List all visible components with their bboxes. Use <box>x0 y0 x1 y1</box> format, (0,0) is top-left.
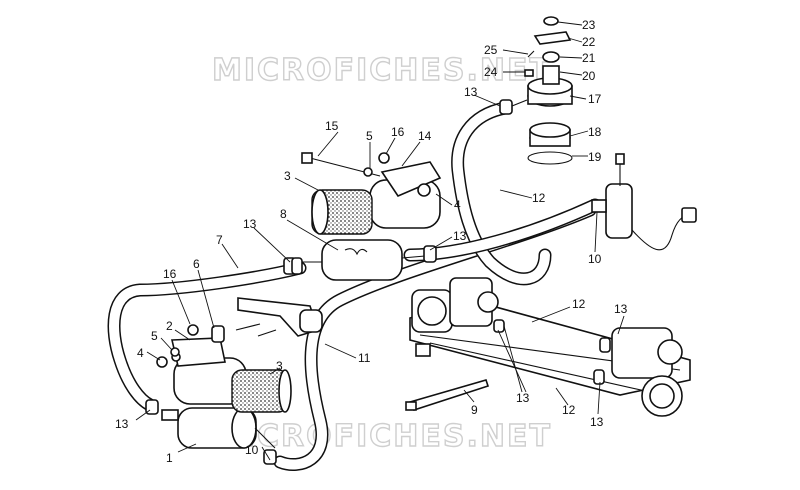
callout-4-lower: 4 <box>137 346 144 360</box>
callout-17: 17 <box>588 92 602 106</box>
watermark-top: MICROFICHES.NET <box>212 53 552 88</box>
callout-13-pump: 13 <box>115 417 129 431</box>
callout-18: 18 <box>588 125 602 139</box>
washer-16-lower <box>187 324 199 336</box>
callout-6: 6 <box>193 257 200 271</box>
callout-13-throttle: 13 <box>516 391 530 405</box>
callout-22: 22 <box>582 35 596 49</box>
callout-25: 25 <box>484 43 498 57</box>
callout-15: 15 <box>325 119 339 133</box>
callout-9: 9 <box>471 403 478 417</box>
washer-16-top <box>378 152 390 164</box>
callout-12-upper: 12 <box>532 191 546 205</box>
hose-12-upper <box>451 101 552 286</box>
fuel-filter <box>302 239 426 281</box>
callout-5-upper: 5 <box>366 129 373 143</box>
callout-10-upper: 10 <box>588 252 602 266</box>
callout-5-lower: 5 <box>151 329 158 343</box>
hose-clamps <box>145 99 611 465</box>
callout-11: 11 <box>358 351 371 365</box>
callout-1: 1 <box>166 451 173 465</box>
callout-8: 8 <box>280 207 287 221</box>
callout-3-upper: 3 <box>284 169 291 183</box>
callout-13-right-upper: 13 <box>614 302 628 316</box>
callout-13-regulator: 13 <box>464 85 478 99</box>
spacer-6 <box>211 325 225 343</box>
callout-13-filter-right: 13 <box>453 229 467 243</box>
callout-20: 20 <box>582 69 596 83</box>
callout-12-middle: 12 <box>572 297 586 311</box>
callout-21: 21 <box>582 51 596 65</box>
fuel-pump <box>161 407 276 449</box>
upper-pump-assembly <box>311 161 442 235</box>
callout-10-lower: 10 <box>245 443 259 457</box>
hose-7 <box>107 261 307 412</box>
callout-12-lower: 12 <box>562 403 576 417</box>
callout-24: 24 <box>484 65 498 79</box>
callout-3-lower: 3 <box>276 359 283 373</box>
fuel-sender <box>591 153 697 251</box>
callout-14: 14 <box>418 129 432 143</box>
leader-lines <box>135 21 625 461</box>
cable-tie <box>405 379 490 411</box>
callout-13-filter-left: 13 <box>243 217 257 231</box>
callout-2: 2 <box>166 319 173 333</box>
callout-19: 19 <box>588 150 602 164</box>
washer-5-lower <box>170 347 180 357</box>
pressure-regulator <box>511 16 573 165</box>
watermark-bottom: MICROFICHES.NET <box>212 419 552 454</box>
callout-4-upper: 4 <box>454 198 461 212</box>
callout-23: 23 <box>582 18 596 32</box>
lower-pump-assembly <box>156 337 292 413</box>
washer-5-top <box>363 167 373 177</box>
callout-7: 7 <box>216 233 223 247</box>
callout-16-upper: 16 <box>391 125 405 139</box>
callout-13-right-lower: 13 <box>590 415 604 429</box>
throttle-body-assembly <box>409 277 691 417</box>
callout-16-lower: 16 <box>163 267 177 281</box>
mounting-bracket <box>235 297 323 337</box>
